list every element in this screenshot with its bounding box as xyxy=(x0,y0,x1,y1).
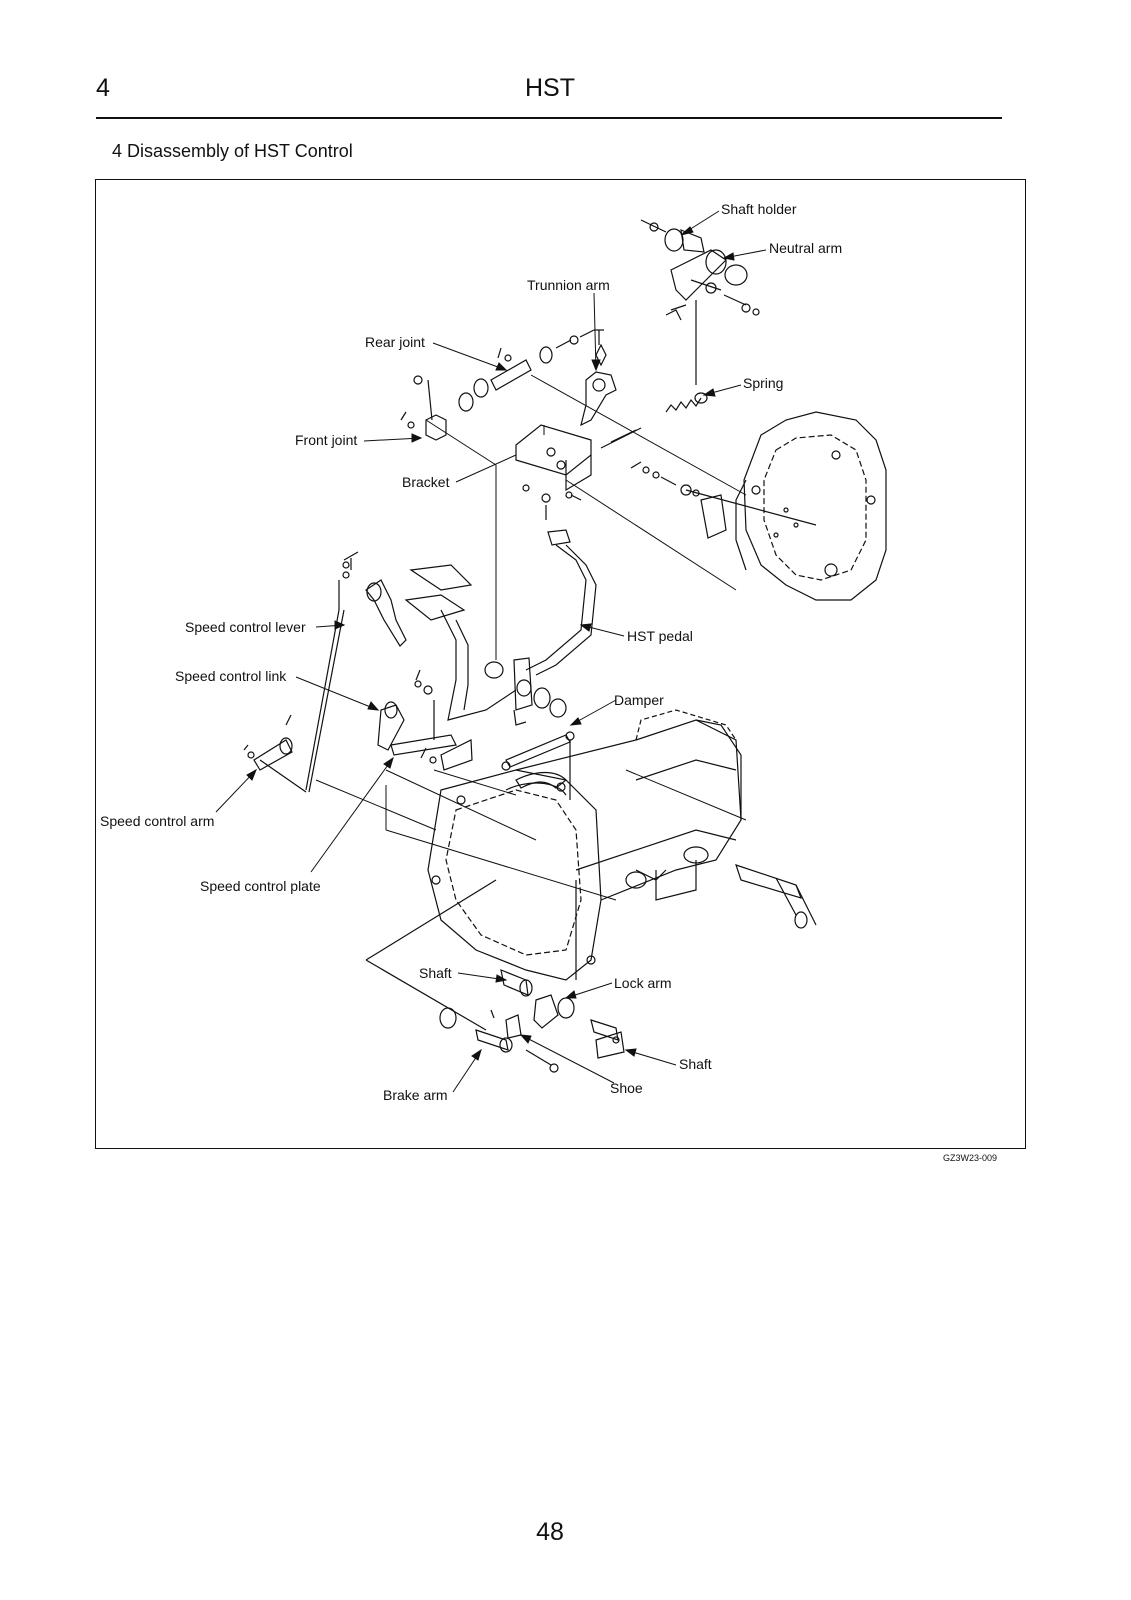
speed-control-link-group xyxy=(377,669,473,771)
label-damper: Damper xyxy=(614,692,664,708)
transmission-case xyxy=(427,709,817,981)
label-front-joint: Front joint xyxy=(295,432,358,448)
lower-brake-group xyxy=(365,879,625,1073)
label-shaft-holder: Shaft holder xyxy=(721,201,797,217)
leader-lines xyxy=(215,210,767,1093)
damper-part xyxy=(501,731,575,800)
chapter-number: 4 xyxy=(96,74,110,102)
header-rule xyxy=(96,117,1002,119)
section-heading: 4 Disassembly of HST Control xyxy=(112,141,353,161)
reference-lines xyxy=(315,374,747,901)
exploded-view-figure: Shaft holder Neutral arm Trunnion arm Re… xyxy=(95,179,1026,1149)
label-neutral-arm: Neutral arm xyxy=(769,240,843,256)
chapter-title: HST xyxy=(525,74,575,102)
label-shaft-upper: Shaft xyxy=(419,965,452,981)
speed-control-lever-group xyxy=(305,551,407,793)
hst-pedal xyxy=(404,529,597,726)
label-bracket: Bracket xyxy=(402,474,450,490)
label-shaft-right: Shaft xyxy=(679,1056,712,1072)
label-spring: Spring xyxy=(743,375,784,391)
label-speed-control-link: Speed control link xyxy=(175,668,287,684)
label-brake-arm: Brake arm xyxy=(383,1087,448,1103)
speed-control-arm-group xyxy=(243,714,307,793)
label-speed-control-arm: Speed control arm xyxy=(100,813,215,829)
trunnion-arm-group xyxy=(580,329,617,427)
side-plate-group xyxy=(630,461,817,539)
neutral-arm-group xyxy=(640,219,760,385)
label-rear-joint: Rear joint xyxy=(365,334,425,350)
housing-upper-right xyxy=(735,411,887,601)
page-number: 48 xyxy=(536,1518,564,1546)
label-hst-pedal: HST pedal xyxy=(627,628,693,644)
label-shoe: Shoe xyxy=(610,1080,643,1096)
label-lock-arm: Lock arm xyxy=(614,975,672,991)
label-trunnion-arm: Trunnion arm xyxy=(527,277,610,293)
exploded-view-drawing xyxy=(215,210,887,1093)
bracket-part xyxy=(515,424,592,520)
rear-joint-group xyxy=(400,329,595,441)
spring-part xyxy=(600,392,708,449)
label-speed-control-plate: Speed control plate xyxy=(200,878,321,894)
label-speed-control-lever: Speed control lever xyxy=(185,619,306,635)
figure-code: GZ3W23-009 xyxy=(943,1153,998,1163)
